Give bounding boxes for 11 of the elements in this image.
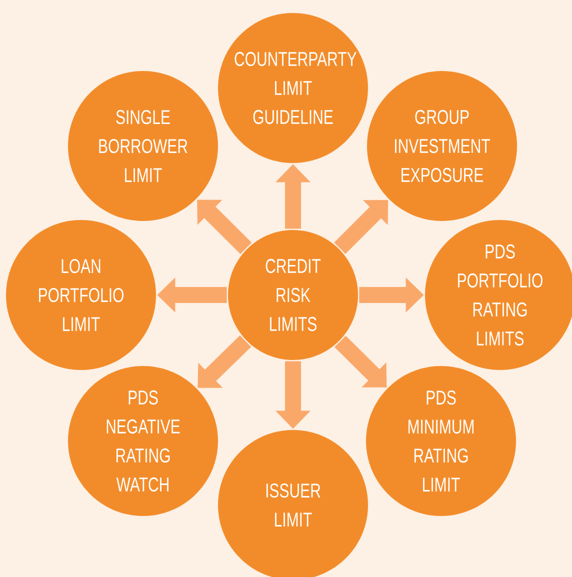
circle-node: PDS NEGATIVE RATING WATCH xyxy=(68,366,218,516)
block-arrow xyxy=(334,200,388,254)
circle-node: COUNTERPARTY LIMIT GUIDELINE xyxy=(218,13,368,163)
block-arrow xyxy=(197,200,252,254)
circle-node: CREDIT RISK LIMITS xyxy=(228,230,358,360)
block-arrow xyxy=(198,335,252,388)
circle-node: LOAN PORTFOLIO LIMIT xyxy=(6,220,156,370)
circle-node: GROUP INVESTMENT EXPOSURE xyxy=(367,71,517,221)
circle-node: SINGLE BORROWER LIMIT xyxy=(68,71,218,221)
circle-node: PDS MINIMUM RATING LIMIT xyxy=(366,366,516,516)
block-arrow xyxy=(334,336,387,388)
